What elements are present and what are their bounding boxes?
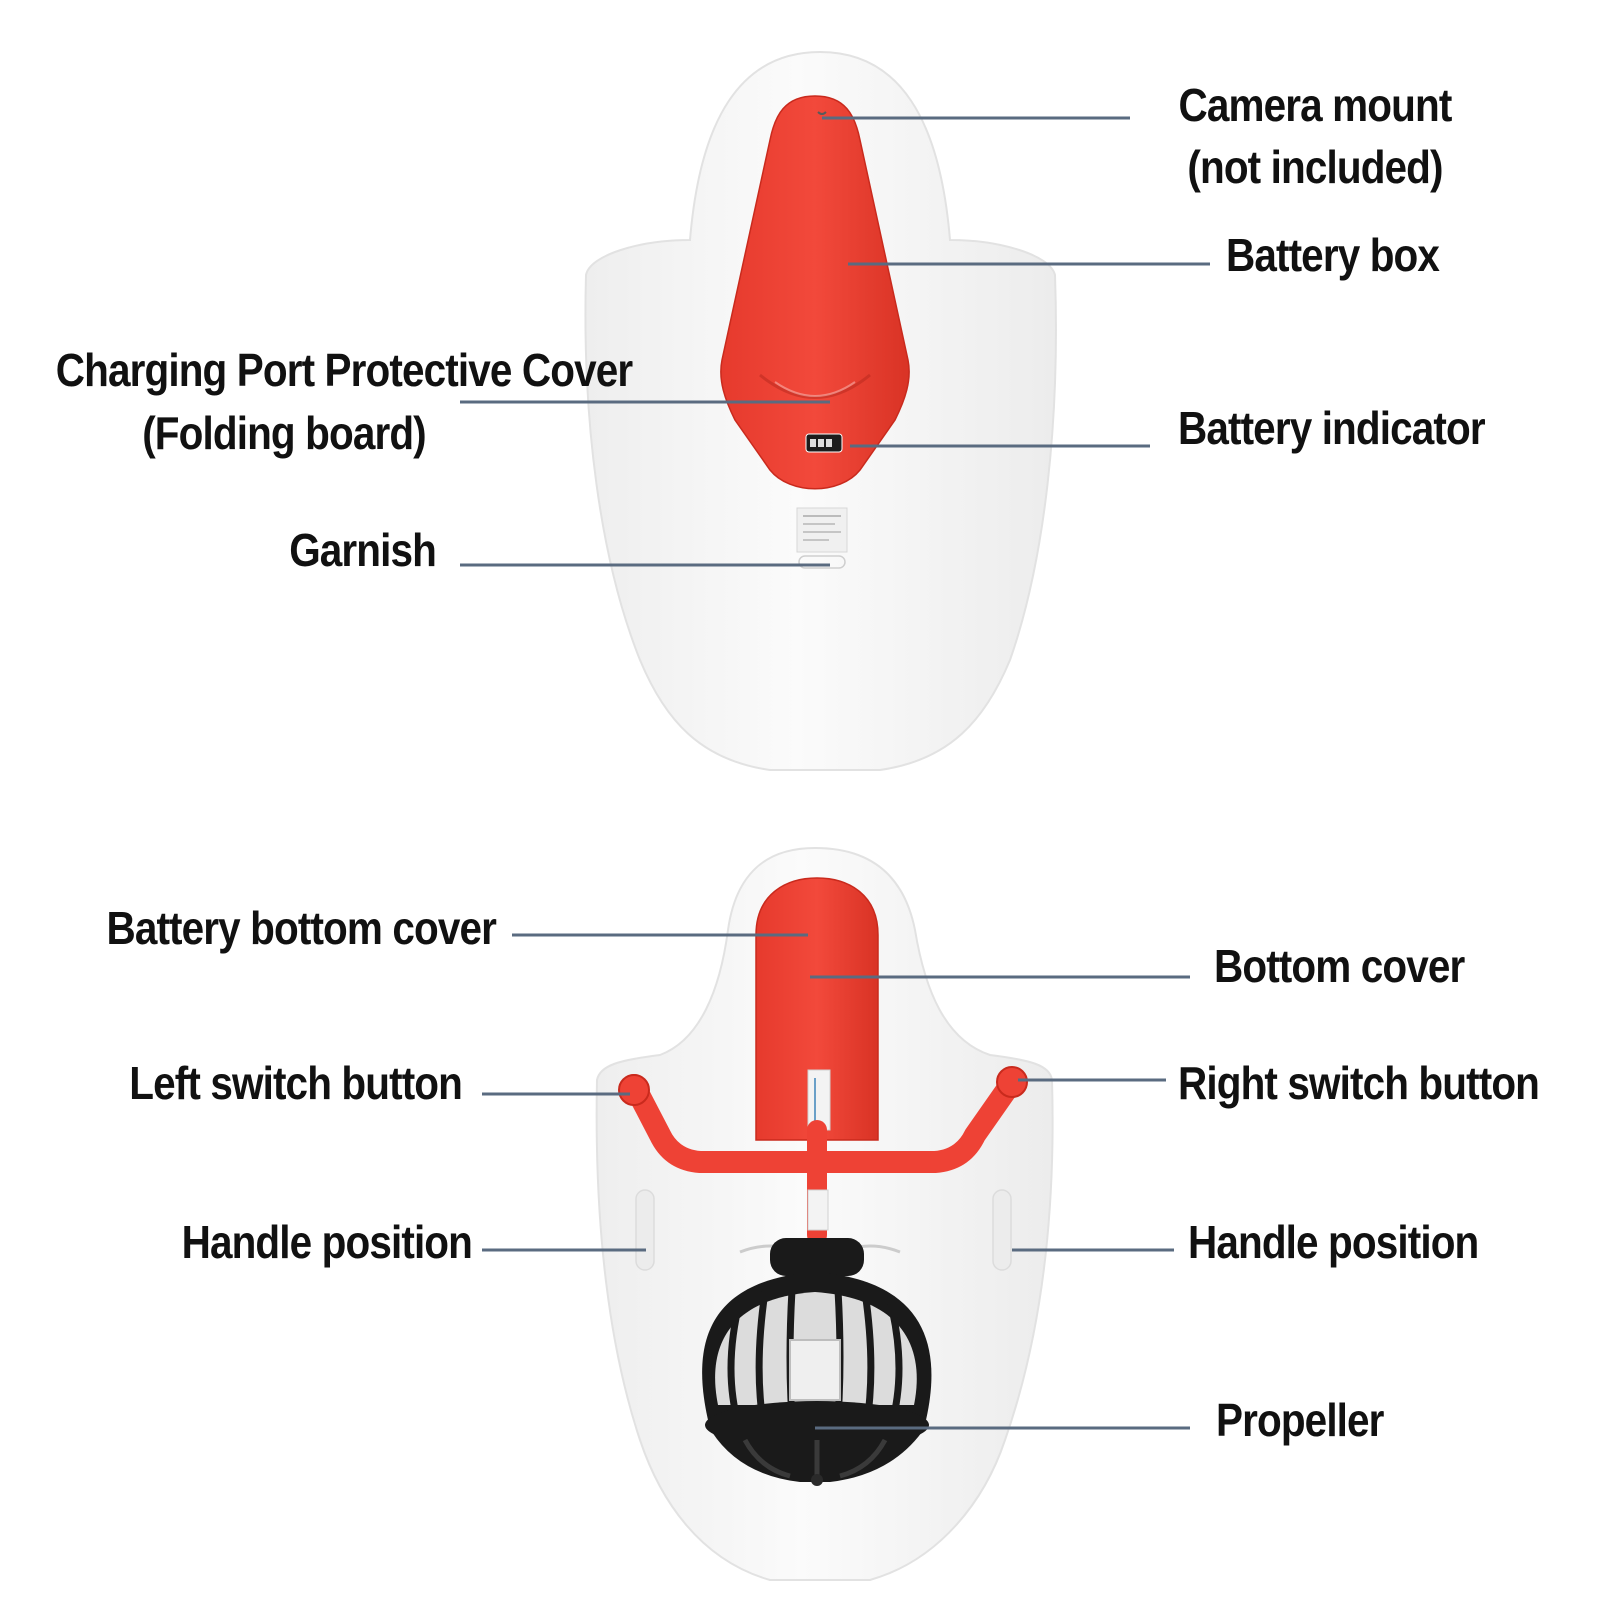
label-battery-box: Battery box (1226, 229, 1440, 281)
bottom-cover-shape (755, 877, 879, 1141)
left-switch-button-shape (618, 1074, 650, 1106)
label-right-switch-button: Right switch button (1178, 1057, 1540, 1109)
folding-board-arc (759, 373, 871, 399)
label-propeller: Propeller (1216, 1394, 1384, 1446)
garnish-sticker (796, 507, 848, 553)
label-bottom-cover: Bottom cover (1214, 940, 1465, 992)
handle-slot-left (635, 1189, 655, 1271)
label-battery-indicator: Battery indicator (1178, 402, 1486, 454)
label-battery-bottom-cover: Battery bottom cover (106, 902, 496, 954)
top-view-scooter-icon (584, 50, 1057, 771)
propeller-cage (702, 1238, 932, 1486)
battery-box-shape (720, 95, 910, 490)
bottom-view-scooter-icon (595, 846, 1054, 1581)
label-handle-position-right: Handle position (1188, 1216, 1479, 1268)
label-garnish: Garnish (289, 524, 437, 576)
label-charging-port-cover-note: (Folding board) (142, 407, 426, 459)
label-left-switch-button: Left switch button (129, 1057, 463, 1109)
handle-slot-right (992, 1189, 1012, 1271)
leader-lines (460, 116, 1210, 1430)
label-camera-mount-note: (not included) (1187, 141, 1443, 193)
label-charging-port-cover: Charging Port Protective Cover (55, 344, 633, 396)
label-handle-position-left: Handle position (181, 1216, 473, 1268)
right-switch-button-shape (996, 1066, 1028, 1098)
label-camera-mount: Camera mount (1178, 79, 1453, 131)
